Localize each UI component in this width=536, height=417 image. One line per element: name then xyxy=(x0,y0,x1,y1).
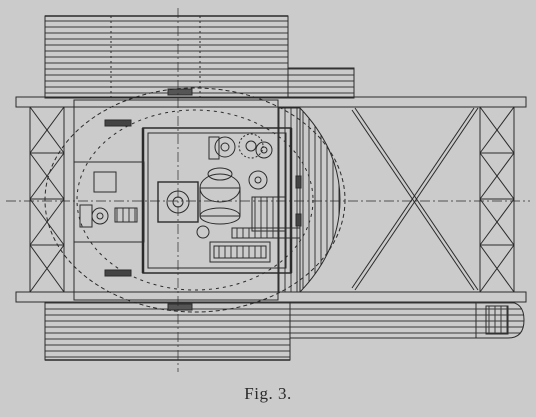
swing-circle xyxy=(44,87,346,313)
figure-caption: Fig. 3. xyxy=(244,384,292,403)
crawler-track-top xyxy=(44,15,355,99)
right-lattice-truss xyxy=(479,106,515,293)
hoisting-drum xyxy=(196,196,301,263)
left-lattice-truss xyxy=(29,106,65,293)
boiler xyxy=(199,167,241,225)
x-bracing xyxy=(351,107,479,291)
crawler-track-bottom xyxy=(44,301,525,361)
operator-cab xyxy=(73,161,145,243)
gear-train-top xyxy=(208,133,273,190)
technical-plan-drawing xyxy=(6,8,530,372)
